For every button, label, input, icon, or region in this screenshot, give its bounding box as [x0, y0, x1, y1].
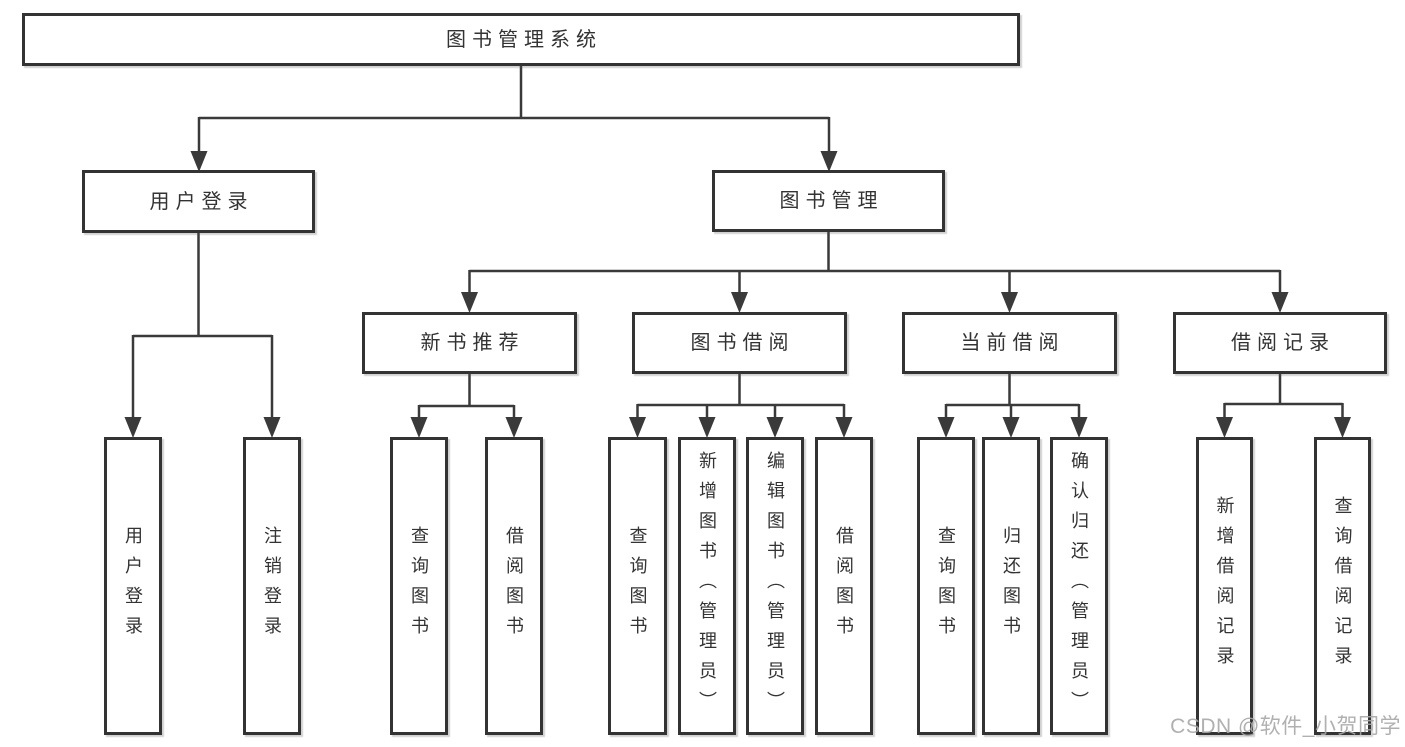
node-label: 借阅图书: [504, 526, 524, 646]
connector-root-to-level2: [197, 66, 831, 153]
node-book-borrow: 图书借阅: [632, 312, 847, 374]
node-label: 图书管理: [779, 190, 884, 212]
node-label: 借阅图书: [834, 526, 854, 646]
node-label: 查询图书: [936, 526, 956, 646]
node-label: 新书推荐: [420, 332, 525, 354]
node-label: 编辑图书（管理员）: [765, 451, 785, 721]
node-book-management: 图书管理: [712, 170, 945, 232]
arrowhead-leaf-br-add: [1216, 417, 1233, 438]
node-borrow-records: 借阅记录: [1173, 312, 1387, 374]
node-label: 查询图书: [627, 526, 648, 646]
leaf-nb-query-books: 查询图书: [390, 437, 448, 735]
node-label: 用户登录: [123, 526, 143, 646]
arrowhead-book-borrow: [731, 292, 748, 313]
node-label: 新增图书（管理员）: [697, 451, 717, 721]
node-root: 图书管理系统: [22, 13, 1020, 66]
node-label: 查询借阅记录: [1332, 496, 1353, 676]
arrowhead-leaf-cb-confirm: [1070, 417, 1088, 438]
connector-book-management-children: [468, 231, 1282, 297]
connector-current-borrow-children: [944, 373, 1081, 420]
connector-user-login-children: [131, 231, 274, 420]
leaf-bb-query-books: 查询图书: [608, 437, 667, 735]
arrowhead-leaf-bb-edit: [766, 417, 784, 438]
leaf-cb-return-books: 归还图书: [982, 437, 1040, 735]
arrowhead-leaf-user-login: [124, 417, 142, 438]
node-label: 图书管理系统: [446, 28, 602, 51]
arrowhead-leaf-cb-return: [1002, 417, 1020, 438]
csdn-watermark: CSDN @软件_小贺同学: [1170, 715, 1401, 738]
node-label: 图书借阅: [690, 332, 795, 354]
leaf-cb-confirm-return-admin: 确认归还（管理员）: [1050, 437, 1108, 735]
node-label: 借阅记录: [1231, 332, 1335, 354]
arrowhead-leaf-nb-borrow: [505, 417, 523, 438]
arrowhead-leaf-cb-query: [937, 417, 955, 438]
connector-records-children: [1223, 373, 1344, 420]
leaf-br-add-record: 新增借阅记录: [1196, 437, 1253, 735]
node-current-borrow: 当前借阅: [902, 312, 1117, 374]
arrowhead-leaf-nb-query: [410, 417, 428, 438]
leaf-cb-query-books: 查询图书: [917, 437, 975, 735]
node-new-book-recommend: 新书推荐: [362, 312, 577, 374]
arrowhead-current-borrow: [1001, 292, 1018, 313]
arrowhead-records: [1271, 292, 1289, 313]
leaf-user-login: 用户登录: [104, 437, 162, 735]
node-label: 归还图书: [1001, 526, 1021, 646]
arrowhead-leaf-bb-query: [629, 417, 646, 438]
connector-book-borrow-children: [636, 373, 846, 420]
leaf-logout: 注销登录: [243, 437, 301, 735]
node-label: 新增借阅记录: [1214, 496, 1235, 676]
leaf-bb-borrow-books: 借阅图书: [815, 437, 873, 735]
arrowhead-book-management: [820, 151, 838, 172]
node-user-login: 用户登录: [82, 170, 315, 233]
leaf-nb-borrow-books: 借阅图书: [485, 437, 543, 735]
arrowhead-user-login: [190, 151, 208, 172]
leaf-br-query-record: 查询借阅记录: [1314, 437, 1371, 735]
node-label: 查询图书: [409, 526, 429, 646]
arrowhead-new-book: [461, 292, 478, 313]
leaf-bb-add-books-admin: 新增图书（管理员）: [678, 437, 736, 735]
arrowhead-leaf-logout: [263, 417, 281, 438]
node-label: 用户登录: [149, 190, 254, 213]
leaf-bb-edit-books-admin: 编辑图书（管理员）: [746, 437, 804, 735]
node-label: 确认归还（管理员）: [1069, 451, 1089, 721]
arrowhead-leaf-br-query: [1334, 417, 1351, 438]
node-label: 当前借阅: [960, 332, 1065, 354]
connector-new-book-children: [417, 373, 516, 420]
arrowhead-leaf-bb-borrow: [835, 417, 853, 438]
node-label: 注销登录: [262, 526, 282, 646]
arrowhead-leaf-bb-add: [698, 417, 716, 438]
